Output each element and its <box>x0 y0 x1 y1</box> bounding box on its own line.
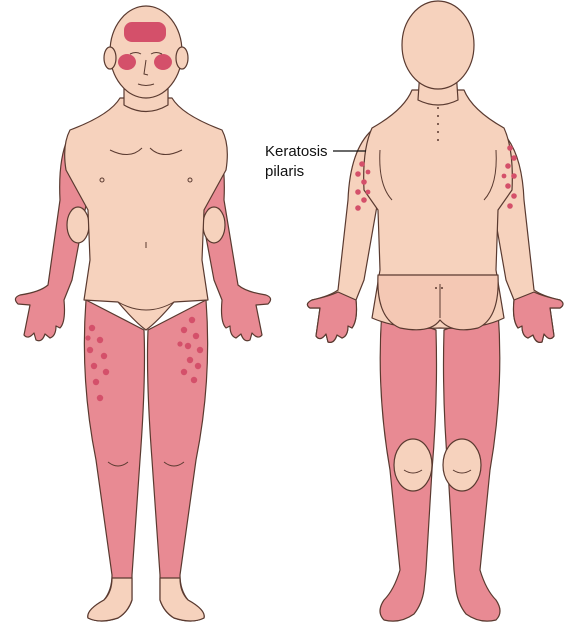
front-right-ear <box>176 47 188 69</box>
back-right-hand <box>514 292 564 342</box>
back-buttocks <box>378 275 498 330</box>
front-torso <box>65 98 228 330</box>
front-left-foot <box>88 578 132 621</box>
callout-label-line1: Keratosis <box>265 142 328 162</box>
back-head <box>402 1 474 89</box>
back-left-hand <box>307 292 356 342</box>
front-head <box>110 6 182 98</box>
keratosis-pilaris-callout: Keratosis pilaris <box>265 142 328 182</box>
front-right-foot <box>160 578 204 621</box>
front-left-ear <box>104 47 116 69</box>
right-cheek-lesion <box>154 54 172 70</box>
front-figure <box>15 6 270 621</box>
left-cheek-lesion <box>118 54 136 70</box>
back-left-knee <box>394 439 432 491</box>
forehead-lesion <box>124 22 166 42</box>
back-figure <box>307 1 563 621</box>
callout-label-line2: pilaris <box>265 162 328 182</box>
front-right-elbow <box>203 207 225 243</box>
front-left-elbow <box>67 207 89 243</box>
front-left-leg <box>84 300 144 621</box>
back-right-knee <box>443 439 481 491</box>
